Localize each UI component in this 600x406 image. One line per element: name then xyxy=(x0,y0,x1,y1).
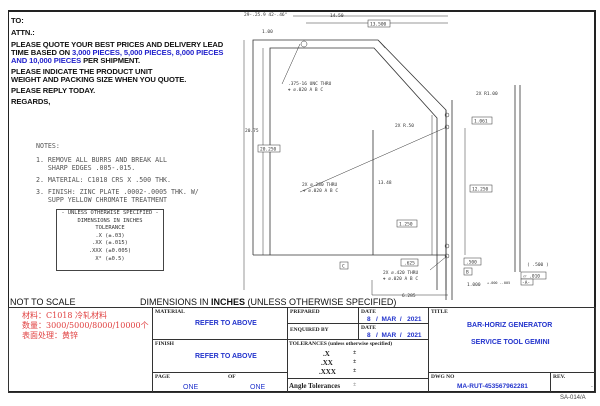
dim-500: .500 xyxy=(466,260,477,266)
dim-thickness: ( .500 ) xyxy=(527,262,549,268)
dim-6-285: 6.285 xyxy=(402,293,416,299)
dim-r-50: 2X R.50 xyxy=(395,123,414,129)
tolerance-box: - UNLESS OTHERWISE SPECIFIED - DIMENSION… xyxy=(56,209,164,271)
tap-fcf: ⌖ ⌀.020 A B C xyxy=(288,87,323,93)
tap-callout: .375-16 UNC THRU xyxy=(288,81,332,87)
dimensions-note: DIMENSIONS IN INCHES (UNLESS OTHERWISE S… xyxy=(140,297,397,307)
flatness-fcf: ⏥ .010 xyxy=(523,274,540,280)
dim-1-000: 1.000 xyxy=(467,282,481,288)
finish-value: REFER TO ABOVE xyxy=(195,353,257,360)
to-label: TO: xyxy=(11,16,24,25)
dim-20-75: 20.75 xyxy=(245,128,259,134)
not-to-scale: NOT TO SCALE xyxy=(10,297,76,307)
drawing-notes: NOTES: 1. REMOVE ALL BURRS AND BREAK ALL … xyxy=(36,142,199,204)
request-line: PLEASE REPLY TODAY. xyxy=(11,86,96,95)
dim-1-061: 1.061 xyxy=(474,119,488,125)
notes-title: NOTES: xyxy=(36,142,60,150)
request-line: AND 10,000 PIECES PER SHIPMENT. xyxy=(11,56,141,65)
request-line: TIME BASED ON 3,000 PIECES, 5,000 PIECES… xyxy=(11,48,224,57)
tol-line: X° (±0.5) xyxy=(95,255,125,262)
datum-b: B xyxy=(466,270,469,276)
dim-14-50: 14.50 xyxy=(330,13,344,19)
part-outline xyxy=(252,39,521,300)
dim-r-1-00: 2X R1.00 xyxy=(476,91,498,97)
request-line: PLEASE INDICATE THE PRODUCT UNIT xyxy=(11,67,153,76)
dim-1-000-tol: +.000 -.005 xyxy=(487,281,510,285)
chinese-notes: 材料：C1018 冷轧材料数量：3000/5000/8000/10000个表面处… xyxy=(22,311,149,340)
request-line: REGARDS, xyxy=(11,97,51,106)
tol-line: TOLERANCE xyxy=(95,225,125,232)
datum-a: -A- xyxy=(522,280,530,286)
dim-20-250: 20.250 xyxy=(260,147,277,153)
hole-420-fcf: ⌖ ⌀.020 A B C xyxy=(383,276,418,282)
rev-cell: REV.- xyxy=(550,372,596,393)
dimension-lines xyxy=(243,15,466,296)
tol-line: DIMENSIONS IN INCHES xyxy=(77,217,143,224)
sheet-code: SA-014/A xyxy=(560,395,586,401)
dwg-number: MA-RUT-453567962281 xyxy=(457,383,528,390)
dim-13-500: 13.500 xyxy=(370,22,387,28)
title-line-1: BAR-HORIZ GENERATOR xyxy=(467,322,553,329)
note-2: 2. MATERIAL: C1018 CRS X .500 THK. xyxy=(36,176,171,184)
tol-line: .XX (±.015) xyxy=(92,240,128,247)
tol-line: .XXX (±0.005) xyxy=(88,247,132,254)
tol-line: - UNLESS OTHERWISE SPECIFIED - xyxy=(61,210,159,216)
note-1: 1. REMOVE ALL BURRS AND BREAK ALL SHARP … xyxy=(36,156,168,172)
title-line-2: SERVICE TOOL GEMINI xyxy=(471,339,550,346)
dim-1-00: 1.00 xyxy=(262,29,273,35)
datum-c: C xyxy=(342,264,345,270)
tol-line: .X (±.03) xyxy=(95,232,125,239)
dim-angle: 29-.25.9 42-.46° xyxy=(244,12,288,18)
prepared-cell: PREPARED xyxy=(287,307,359,324)
dim-12-250: 12.250 xyxy=(472,187,489,193)
dim-13-48: 13.48 xyxy=(378,180,392,186)
hole-280-fcf: ⌖ ⌀.020 A B C xyxy=(303,188,338,194)
angle-cell: Angle Tolerances± xyxy=(287,378,429,393)
note-3: 3. FINISH: ZINC PLATE .0002-.0005 THK. W… xyxy=(36,188,199,204)
attn-label: ATTN.: xyxy=(11,28,35,37)
request-line: WEIGHT AND PACKING SIZE WHEN YOU QUOTE. xyxy=(11,75,187,84)
enquired-cell: ENQUIRED BY xyxy=(287,323,359,340)
hole-280-callout: 2X ⌀.280 THRU xyxy=(302,182,338,188)
request-line: PLEASE QUOTE YOUR BEST PRICES AND DELIVE… xyxy=(11,40,224,49)
material-value: REFER TO ABOVE xyxy=(195,320,257,327)
hole-420-callout: 2X ⌀.420 THRU xyxy=(383,270,419,276)
dim-625: .625 xyxy=(404,261,415,267)
dim-1-250: 1.250 xyxy=(399,222,413,228)
